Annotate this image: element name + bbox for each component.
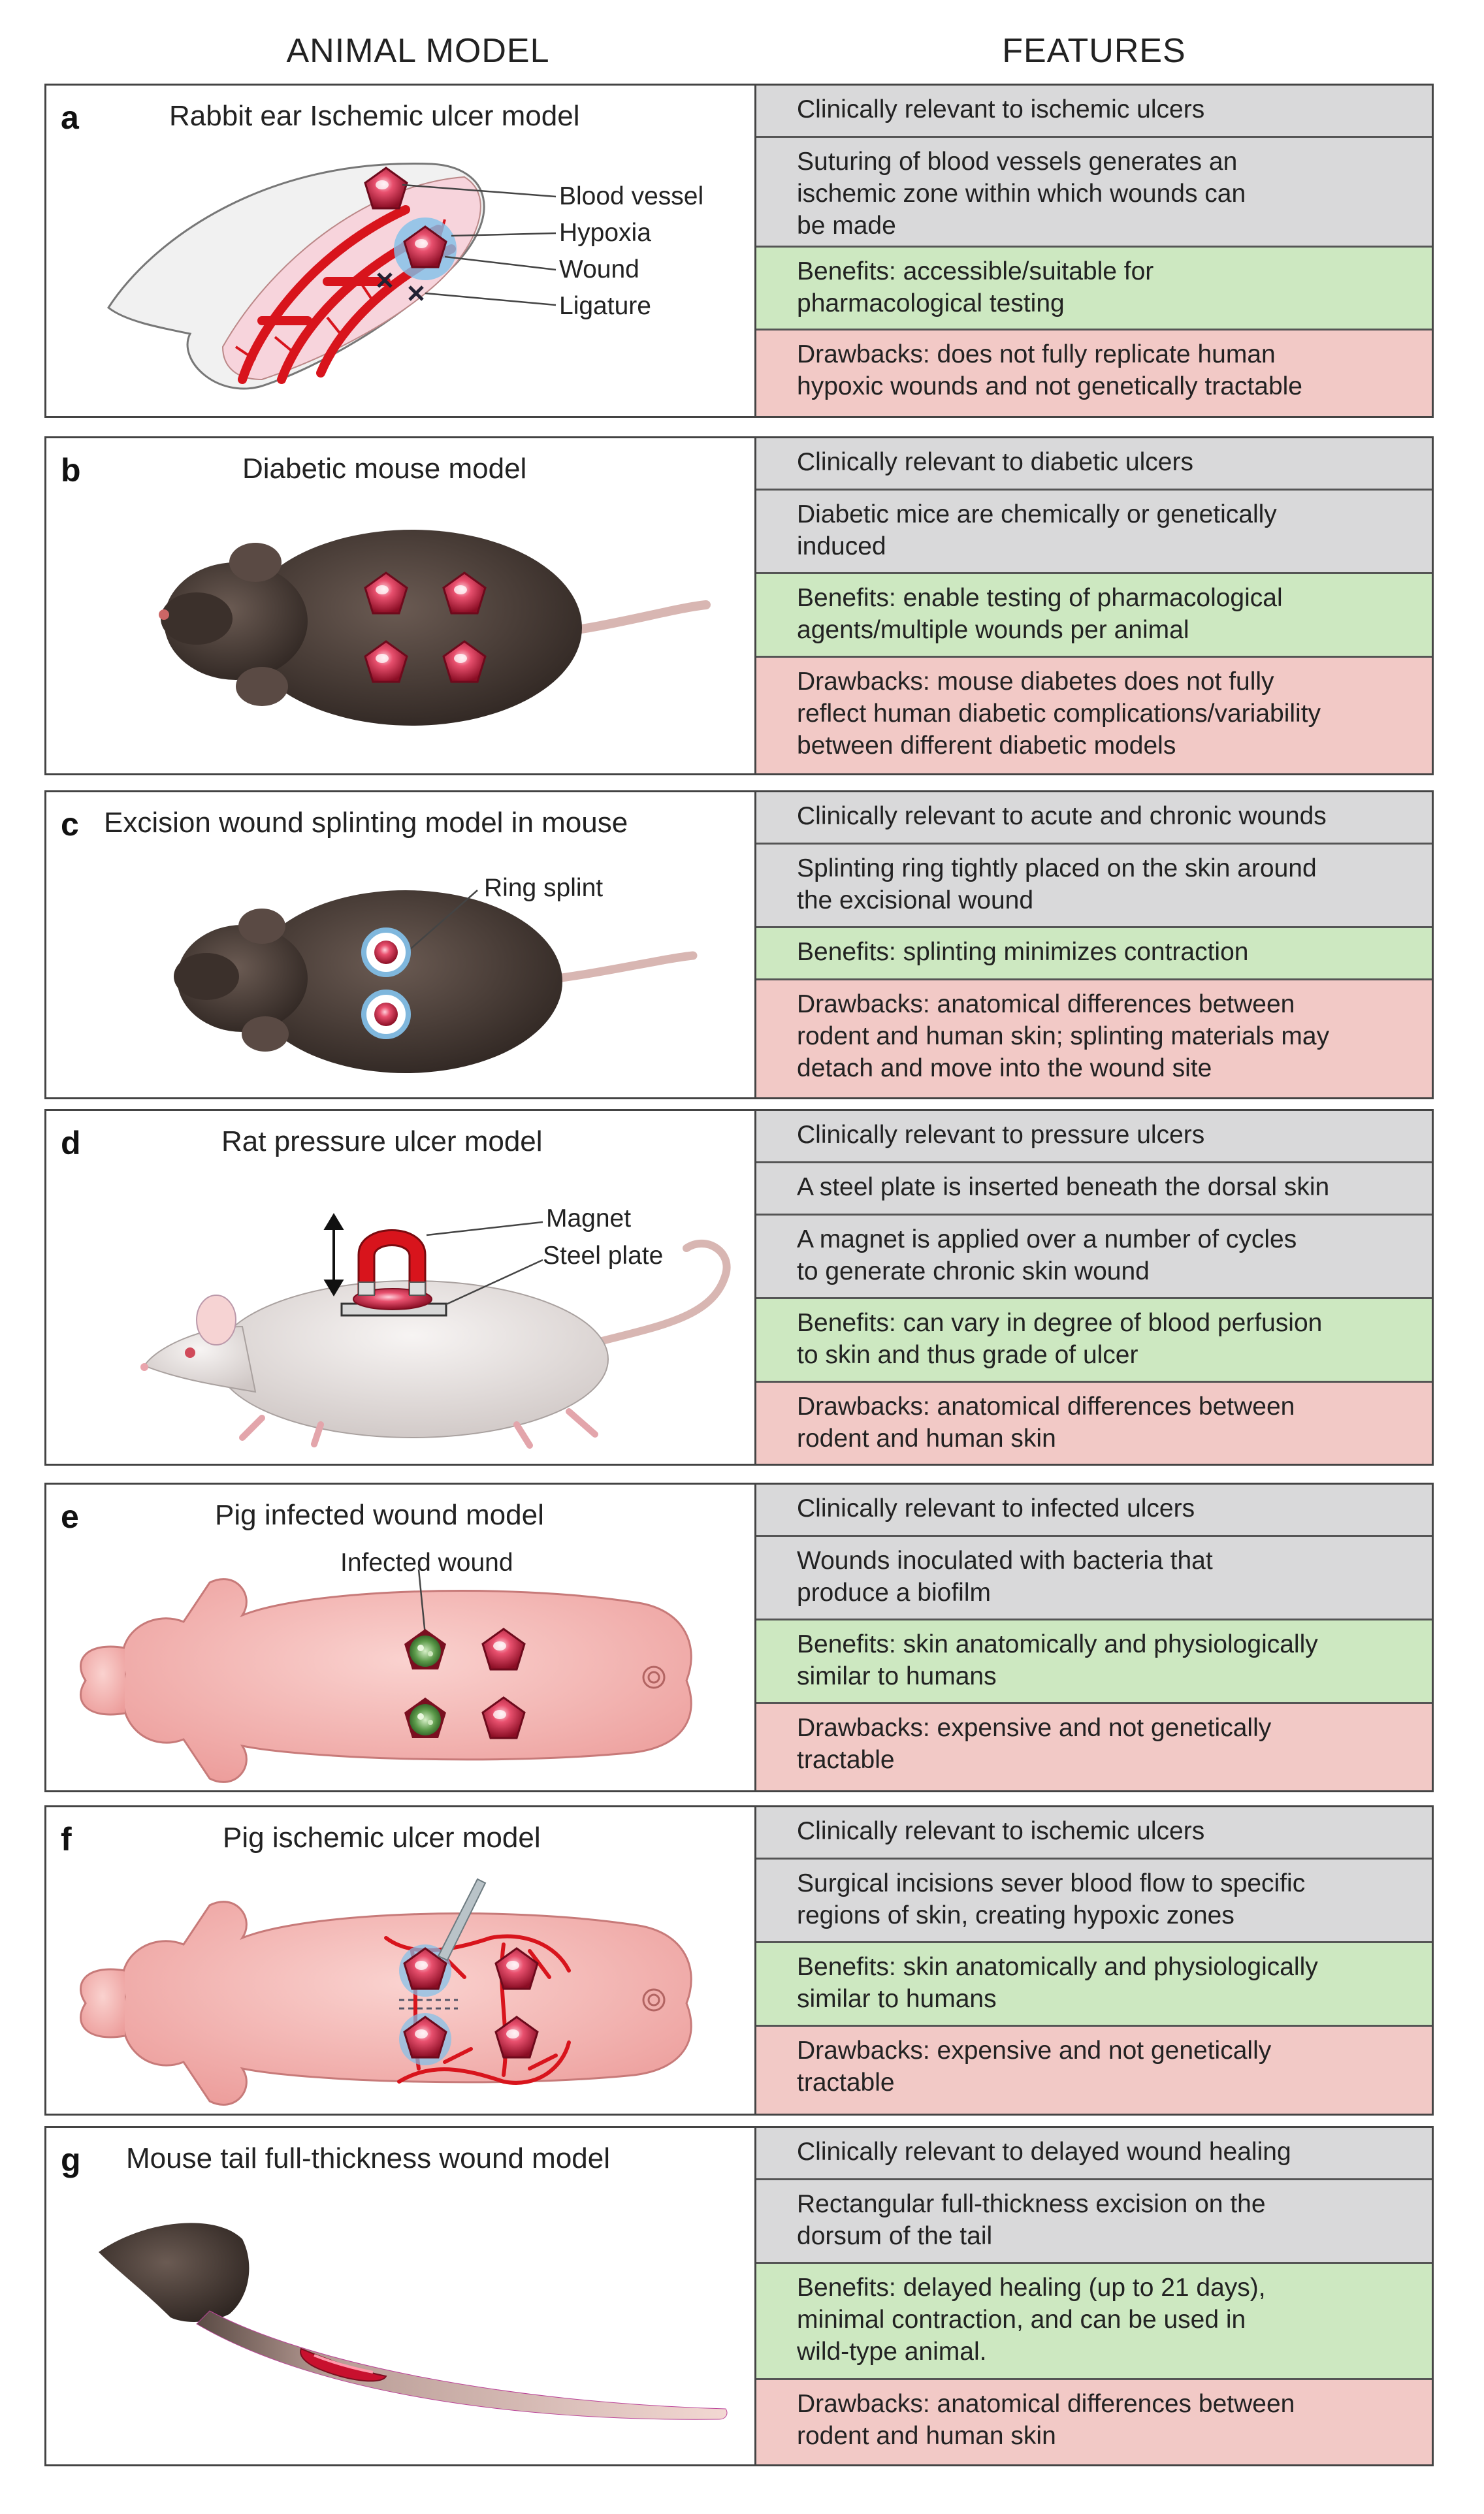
feature-drawbacks: Drawbacks: expensive and not genetically… — [756, 1704, 1432, 1790]
panel-title: Pig ischemic ulcer model — [223, 1822, 541, 1854]
label-magnet: Magnet — [546, 1204, 632, 1233]
panel-f-features: Clinically relevant to ischemic ulcers S… — [756, 1807, 1432, 2114]
panel-c: c Excision wound splinting model in mous… — [44, 790, 1434, 1099]
panel-d-features: Clinically relevant to pressure ulcers A… — [756, 1111, 1432, 1464]
feature-description-2: A magnet is applied over a number of cyc… — [756, 1216, 1432, 1299]
feature-benefits: Benefits: skin anatomically and physiolo… — [756, 1620, 1432, 1704]
panel-title: Excision wound splinting model in mouse — [104, 807, 628, 839]
mouse-tail-drawing — [99, 2223, 728, 2420]
panel-title: Diabetic mouse model — [242, 453, 527, 485]
panel-e: e Pig infected wound model Infected woun… — [44, 1483, 1434, 1792]
feature-clinical: Clinically relevant to delayed wound hea… — [756, 2128, 1432, 2180]
panel-g: g Mouse tail full-thickness wound model … — [44, 2126, 1434, 2466]
feature-clinical: Clinically relevant to pressure ulcers — [756, 1111, 1432, 1163]
feature-clinical: Clinically relevant to diabetic ulcers — [756, 438, 1432, 491]
splint-mouse-drawing — [174, 890, 698, 1073]
label-infected-wound: Infected wound — [340, 1549, 513, 1577]
feature-benefits: Benefits: enable testing of pharmacologi… — [756, 574, 1432, 658]
feature-description: Diabetic mice are chemically or genetica… — [756, 491, 1432, 574]
label-wound: Wound — [559, 255, 639, 283]
panel-a-illustration: a Rabbit ear Ischemic ulcer model — [46, 86, 756, 416]
panel-letter: c — [61, 806, 79, 843]
feature-drawbacks: Drawbacks: anatomical differences betwee… — [756, 2380, 1432, 2464]
feature-description: Splinting ring tightly placed on the ski… — [756, 845, 1432, 928]
panel-e-illustration: e Pig infected wound model Infected woun… — [46, 1485, 756, 1790]
feature-drawbacks: Drawbacks: mouse diabetes does not fully… — [756, 658, 1432, 773]
diabetic-mouse-drawing — [159, 530, 711, 726]
feature-description: Surgical incisions sever blood flow to s… — [756, 1860, 1432, 1943]
panel-letter: f — [61, 1821, 72, 1858]
panel-b: b Diabetic mouse model Clinically releva… — [44, 436, 1434, 775]
panel-title: Rabbit ear Ischemic ulcer model — [169, 100, 580, 132]
panel-f-illustration: f Pig ischemic ulcer model — [46, 1807, 756, 2114]
feature-clinical: Clinically relevant to ischemic ulcers — [756, 1807, 1432, 1860]
feature-description: Rectangular full-thickness excision on t… — [756, 2180, 1432, 2264]
feature-benefits: Benefits: skin anatomically and physiolo… — [756, 1943, 1432, 2027]
panel-g-illustration: g Mouse tail full-thickness wound model — [46, 2128, 756, 2464]
feature-benefits: Benefits: splinting minimizes contractio… — [756, 928, 1432, 980]
label-hypoxia: Hypoxia — [559, 219, 651, 247]
panel-a: a Rabbit ear Ischemic ulcer model — [44, 84, 1434, 418]
panel-e-features: Clinically relevant to infected ulcers W… — [756, 1485, 1432, 1790]
panel-title: Rat pressure ulcer model — [221, 1125, 543, 1157]
panel-g-features: Clinically relevant to delayed wound hea… — [756, 2128, 1432, 2464]
feature-clinical: Clinically relevant to acute and chronic… — [756, 792, 1432, 845]
panel-b-features: Clinically relevant to diabetic ulcers D… — [756, 438, 1432, 773]
feature-clinical: Clinically relevant to infected ulcers — [756, 1485, 1432, 1537]
panel-letter: e — [61, 1498, 79, 1535]
feature-benefits: Benefits: delayed healing (up to 21 days… — [756, 2264, 1432, 2380]
panel-title: Mouse tail full-thickness wound model — [126, 2142, 611, 2174]
panel-b-illustration: b Diabetic mouse model — [46, 438, 756, 773]
panel-d: d Rat pressure ulcer model Magnet Steel — [44, 1109, 1434, 1466]
pig-infected-drawing — [80, 1569, 692, 1783]
feature-drawbacks: Drawbacks: anatomical differences betwee… — [756, 1383, 1432, 1464]
panel-f: f Pig ischemic ulcer model — [44, 1805, 1434, 2116]
panel-c-illustration: c Excision wound splinting model in mous… — [46, 792, 756, 1097]
pig-ischemic-drawing — [80, 1878, 692, 2106]
label-blood-vessel: Blood vessel — [559, 182, 704, 210]
panel-letter: b — [61, 452, 81, 489]
label-ligature: Ligature — [559, 292, 651, 320]
panel-a-features: Clinically relevant to ischemic ulcers S… — [756, 86, 1432, 416]
panel-title: Pig infected wound model — [215, 1499, 544, 1531]
features-header: FEATURES — [1002, 32, 1186, 70]
label-ring-splint: Ring splint — [484, 874, 604, 902]
feature-drawbacks: Drawbacks: does not fully replicate huma… — [756, 330, 1432, 416]
feature-benefits: Benefits: can vary in degree of blood pe… — [756, 1299, 1432, 1383]
rat-pressure-drawing — [140, 1213, 731, 1449]
panel-letter: g — [61, 2142, 81, 2178]
panel-letter: a — [61, 99, 79, 136]
panel-letter: d — [61, 1125, 81, 1161]
label-steel-plate: Steel plate — [543, 1242, 664, 1270]
animal-model-header: ANIMAL MODEL — [286, 32, 550, 70]
feature-clinical: Clinically relevant to ischemic ulcers — [756, 86, 1432, 138]
panel-d-illustration: d Rat pressure ulcer model Magnet Steel — [46, 1111, 756, 1464]
panel-c-features: Clinically relevant to acute and chronic… — [756, 792, 1432, 1097]
feature-description: A steel plate is inserted beneath the do… — [756, 1163, 1432, 1216]
feature-drawbacks: Drawbacks: expensive and not genetically… — [756, 2027, 1432, 2114]
rabbit-ear-drawing — [107, 162, 556, 390]
feature-drawbacks: Drawbacks: anatomical differences betwee… — [756, 980, 1432, 1097]
